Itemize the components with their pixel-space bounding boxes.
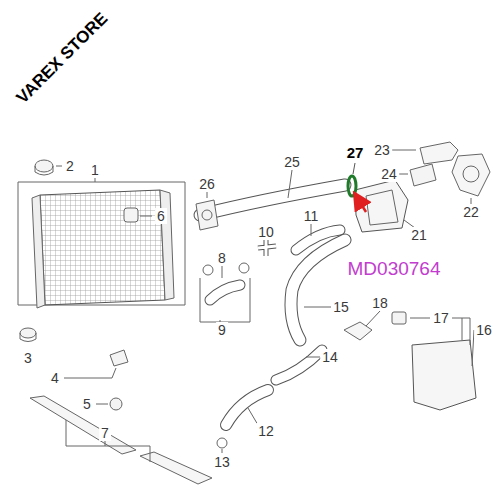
callout-number: 8 [216, 250, 228, 266]
o-ring [348, 176, 356, 196]
callout-number: 22 [461, 204, 481, 220]
part-number: MD030764 [346, 258, 443, 279]
callout-number: 18 [370, 295, 390, 311]
callout-number: 2 [64, 158, 76, 174]
callout-number: 4 [49, 370, 61, 386]
callout-number: 5 [81, 396, 93, 412]
callout-number: 16 [474, 322, 494, 338]
callout-number: 23 [372, 142, 392, 158]
callout-number: 17 [431, 310, 451, 326]
callout-number: 25 [282, 154, 302, 170]
callout-number: 6 [155, 208, 167, 224]
callout-number: 11 [302, 208, 321, 224]
callout-number: 10 [256, 224, 276, 240]
callout-number: 13 [212, 454, 232, 470]
callout-number: 26 [197, 176, 217, 192]
callout-number: 24 [379, 166, 399, 182]
callout-number: 14 [320, 349, 340, 365]
callout-number: 7 [99, 425, 111, 441]
callout-number: 9 [216, 322, 228, 338]
callout-number: 1 [89, 162, 101, 178]
callout-number: 15 [331, 299, 351, 315]
watermark: VAREX STORE [11, 7, 112, 108]
callout-number: 12 [256, 423, 276, 439]
callout-number: 27 [345, 144, 366, 161]
callout-number: 21 [409, 227, 429, 243]
callout-number: 3 [22, 350, 34, 366]
pointer-arrow [358, 199, 366, 212]
